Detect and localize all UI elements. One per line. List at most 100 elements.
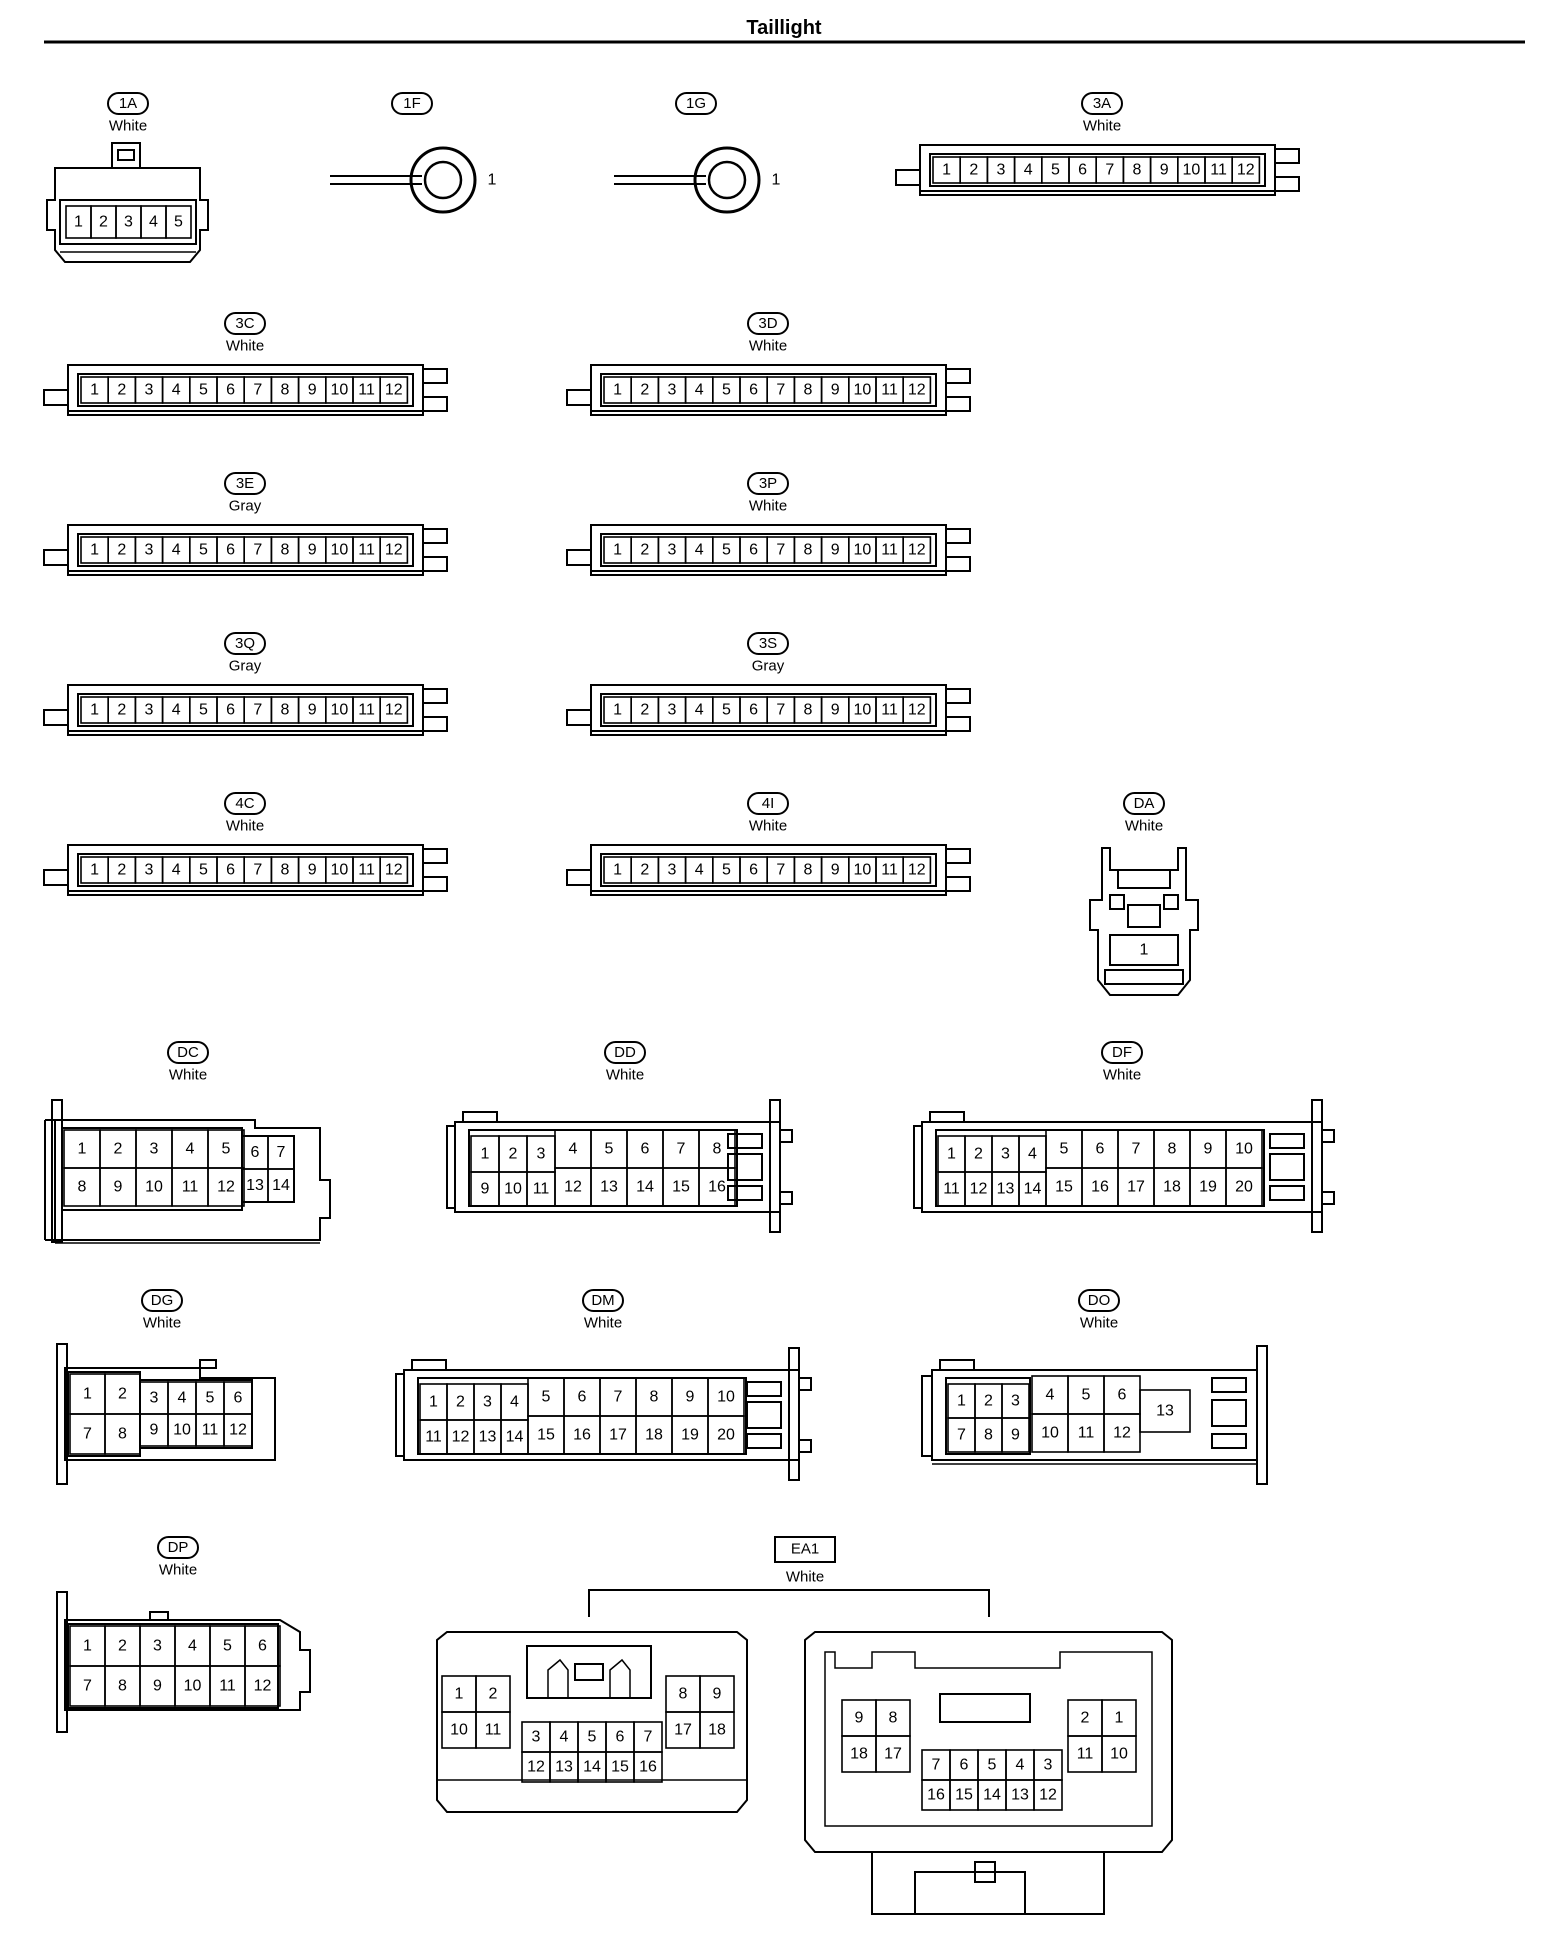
pin-cell: 4 xyxy=(1005,1749,1035,1781)
pin-cell: 6 xyxy=(216,536,246,564)
pin-number: 5 xyxy=(199,702,208,719)
pin-number: 7 xyxy=(253,382,262,399)
pin-number: 4 xyxy=(178,1390,187,1407)
pin-cell: 9 xyxy=(99,1167,137,1207)
pin-frame xyxy=(77,373,414,407)
pin-number: 8 xyxy=(650,1389,659,1406)
pin-cell: 9 xyxy=(297,376,327,404)
pin-cell: 17 xyxy=(875,1735,911,1773)
pin-cell: 6 xyxy=(739,536,769,564)
connector-code: 3S xyxy=(759,635,777,652)
pin-frame xyxy=(77,693,414,727)
connector-color: White xyxy=(226,818,264,835)
pin-number: 11 xyxy=(485,1722,502,1739)
connector-color: White xyxy=(584,1315,622,1332)
pin-number: 2 xyxy=(640,382,649,399)
pin-number: 4 xyxy=(172,862,181,879)
pin-cell: 15 xyxy=(662,1167,700,1207)
pin-number: 9 xyxy=(308,382,317,399)
pin-number: 5 xyxy=(722,382,731,399)
pin-number: 10 xyxy=(173,1422,191,1439)
pin-cell: 7 xyxy=(69,1413,106,1455)
pin-number: 4 xyxy=(186,1141,195,1158)
latch-ear xyxy=(798,1439,812,1453)
pin-cell: 11 xyxy=(1067,1735,1103,1773)
pin-number: 2 xyxy=(117,702,126,719)
pin-number: 12 xyxy=(908,542,926,559)
pin-number: 2 xyxy=(640,702,649,719)
pin-cell: 2 xyxy=(630,856,660,884)
pin-number: 5 xyxy=(223,1638,232,1655)
pin-number: 19 xyxy=(1199,1179,1217,1196)
pin-number: 18 xyxy=(708,1722,726,1739)
pin-cell: 1 xyxy=(603,536,633,564)
pin-cell: 11 xyxy=(352,856,382,884)
pin-number: 7 xyxy=(253,542,262,559)
pin-number: 11 xyxy=(881,382,898,399)
pin-frame xyxy=(945,1377,1031,1455)
pin-cell: 10 xyxy=(847,856,877,884)
pin-cell: 7 xyxy=(243,536,273,564)
pin-cell: 2 xyxy=(107,856,137,884)
pin-cell: 5 xyxy=(711,856,741,884)
pin-number: 11 xyxy=(1210,162,1227,179)
housing-outline xyxy=(54,1119,331,1241)
pin-number: 7 xyxy=(957,1427,966,1444)
pin-number: 9 xyxy=(831,702,840,719)
pin-cell: 20 xyxy=(1225,1167,1263,1207)
pin-cell: 11 xyxy=(875,376,905,404)
pin-cell: 4 xyxy=(161,536,191,564)
pin-number: 7 xyxy=(776,862,785,879)
latch-rail xyxy=(446,1125,456,1209)
pin-number: 2 xyxy=(489,1686,498,1703)
pin-cell: 14 xyxy=(267,1168,295,1203)
pin-cell: 10 xyxy=(847,696,877,724)
tag-pill xyxy=(747,792,789,815)
pin-number: 8 xyxy=(804,862,813,879)
pin-cell: 12 xyxy=(1103,1413,1141,1453)
pin-number: 13 xyxy=(600,1179,618,1196)
latch-ear xyxy=(779,1129,793,1143)
latch-ear xyxy=(422,396,448,412)
pin-cell: 11 xyxy=(419,1419,448,1455)
pin-cell: 4 xyxy=(1013,156,1043,184)
pin-cell: 8 xyxy=(665,1675,701,1713)
pin-cell: 5 xyxy=(189,856,218,884)
pin-number: 9 xyxy=(308,862,317,879)
pin-cell: 9 xyxy=(1189,1129,1227,1169)
pin-cell: 11 xyxy=(937,1171,966,1207)
pin-cell: 5 xyxy=(711,696,741,724)
pin-cell: 11 xyxy=(1204,156,1234,184)
inner-outline xyxy=(824,1651,1153,1827)
pin-number: 12 xyxy=(908,702,926,719)
pin-number: 4 xyxy=(695,382,704,399)
tag-pill xyxy=(141,1289,183,1312)
pin-number: 8 xyxy=(679,1686,688,1703)
pin-number: 8 xyxy=(804,702,813,719)
pin-number: 7 xyxy=(83,1678,92,1695)
pin-number: 7 xyxy=(776,542,785,559)
pin-number: 10 xyxy=(331,382,349,399)
latch-ear xyxy=(1321,1129,1335,1143)
pin-number: 11 xyxy=(533,1181,550,1198)
pin-number: 10 xyxy=(854,542,872,559)
pin-cell: 3 xyxy=(991,1135,1020,1173)
pin-cell: 11 xyxy=(352,376,382,404)
latch-tab xyxy=(566,389,592,406)
pin-cell: 1 xyxy=(65,205,92,239)
pin-number: 6 xyxy=(226,862,235,879)
latch-rail xyxy=(788,1347,800,1481)
pin-cell: 3 xyxy=(521,1721,551,1753)
latch-outline xyxy=(111,142,141,168)
pin-number: 8 xyxy=(281,702,290,719)
ring-outer xyxy=(693,146,761,214)
pin-cell: 11 xyxy=(875,696,905,724)
pin-cell: 8 xyxy=(270,856,300,884)
pin-number: 6 xyxy=(226,702,235,719)
connector-color: White xyxy=(749,338,787,355)
pin-cell: 7 xyxy=(1117,1129,1155,1169)
pin-number: 7 xyxy=(614,1389,623,1406)
